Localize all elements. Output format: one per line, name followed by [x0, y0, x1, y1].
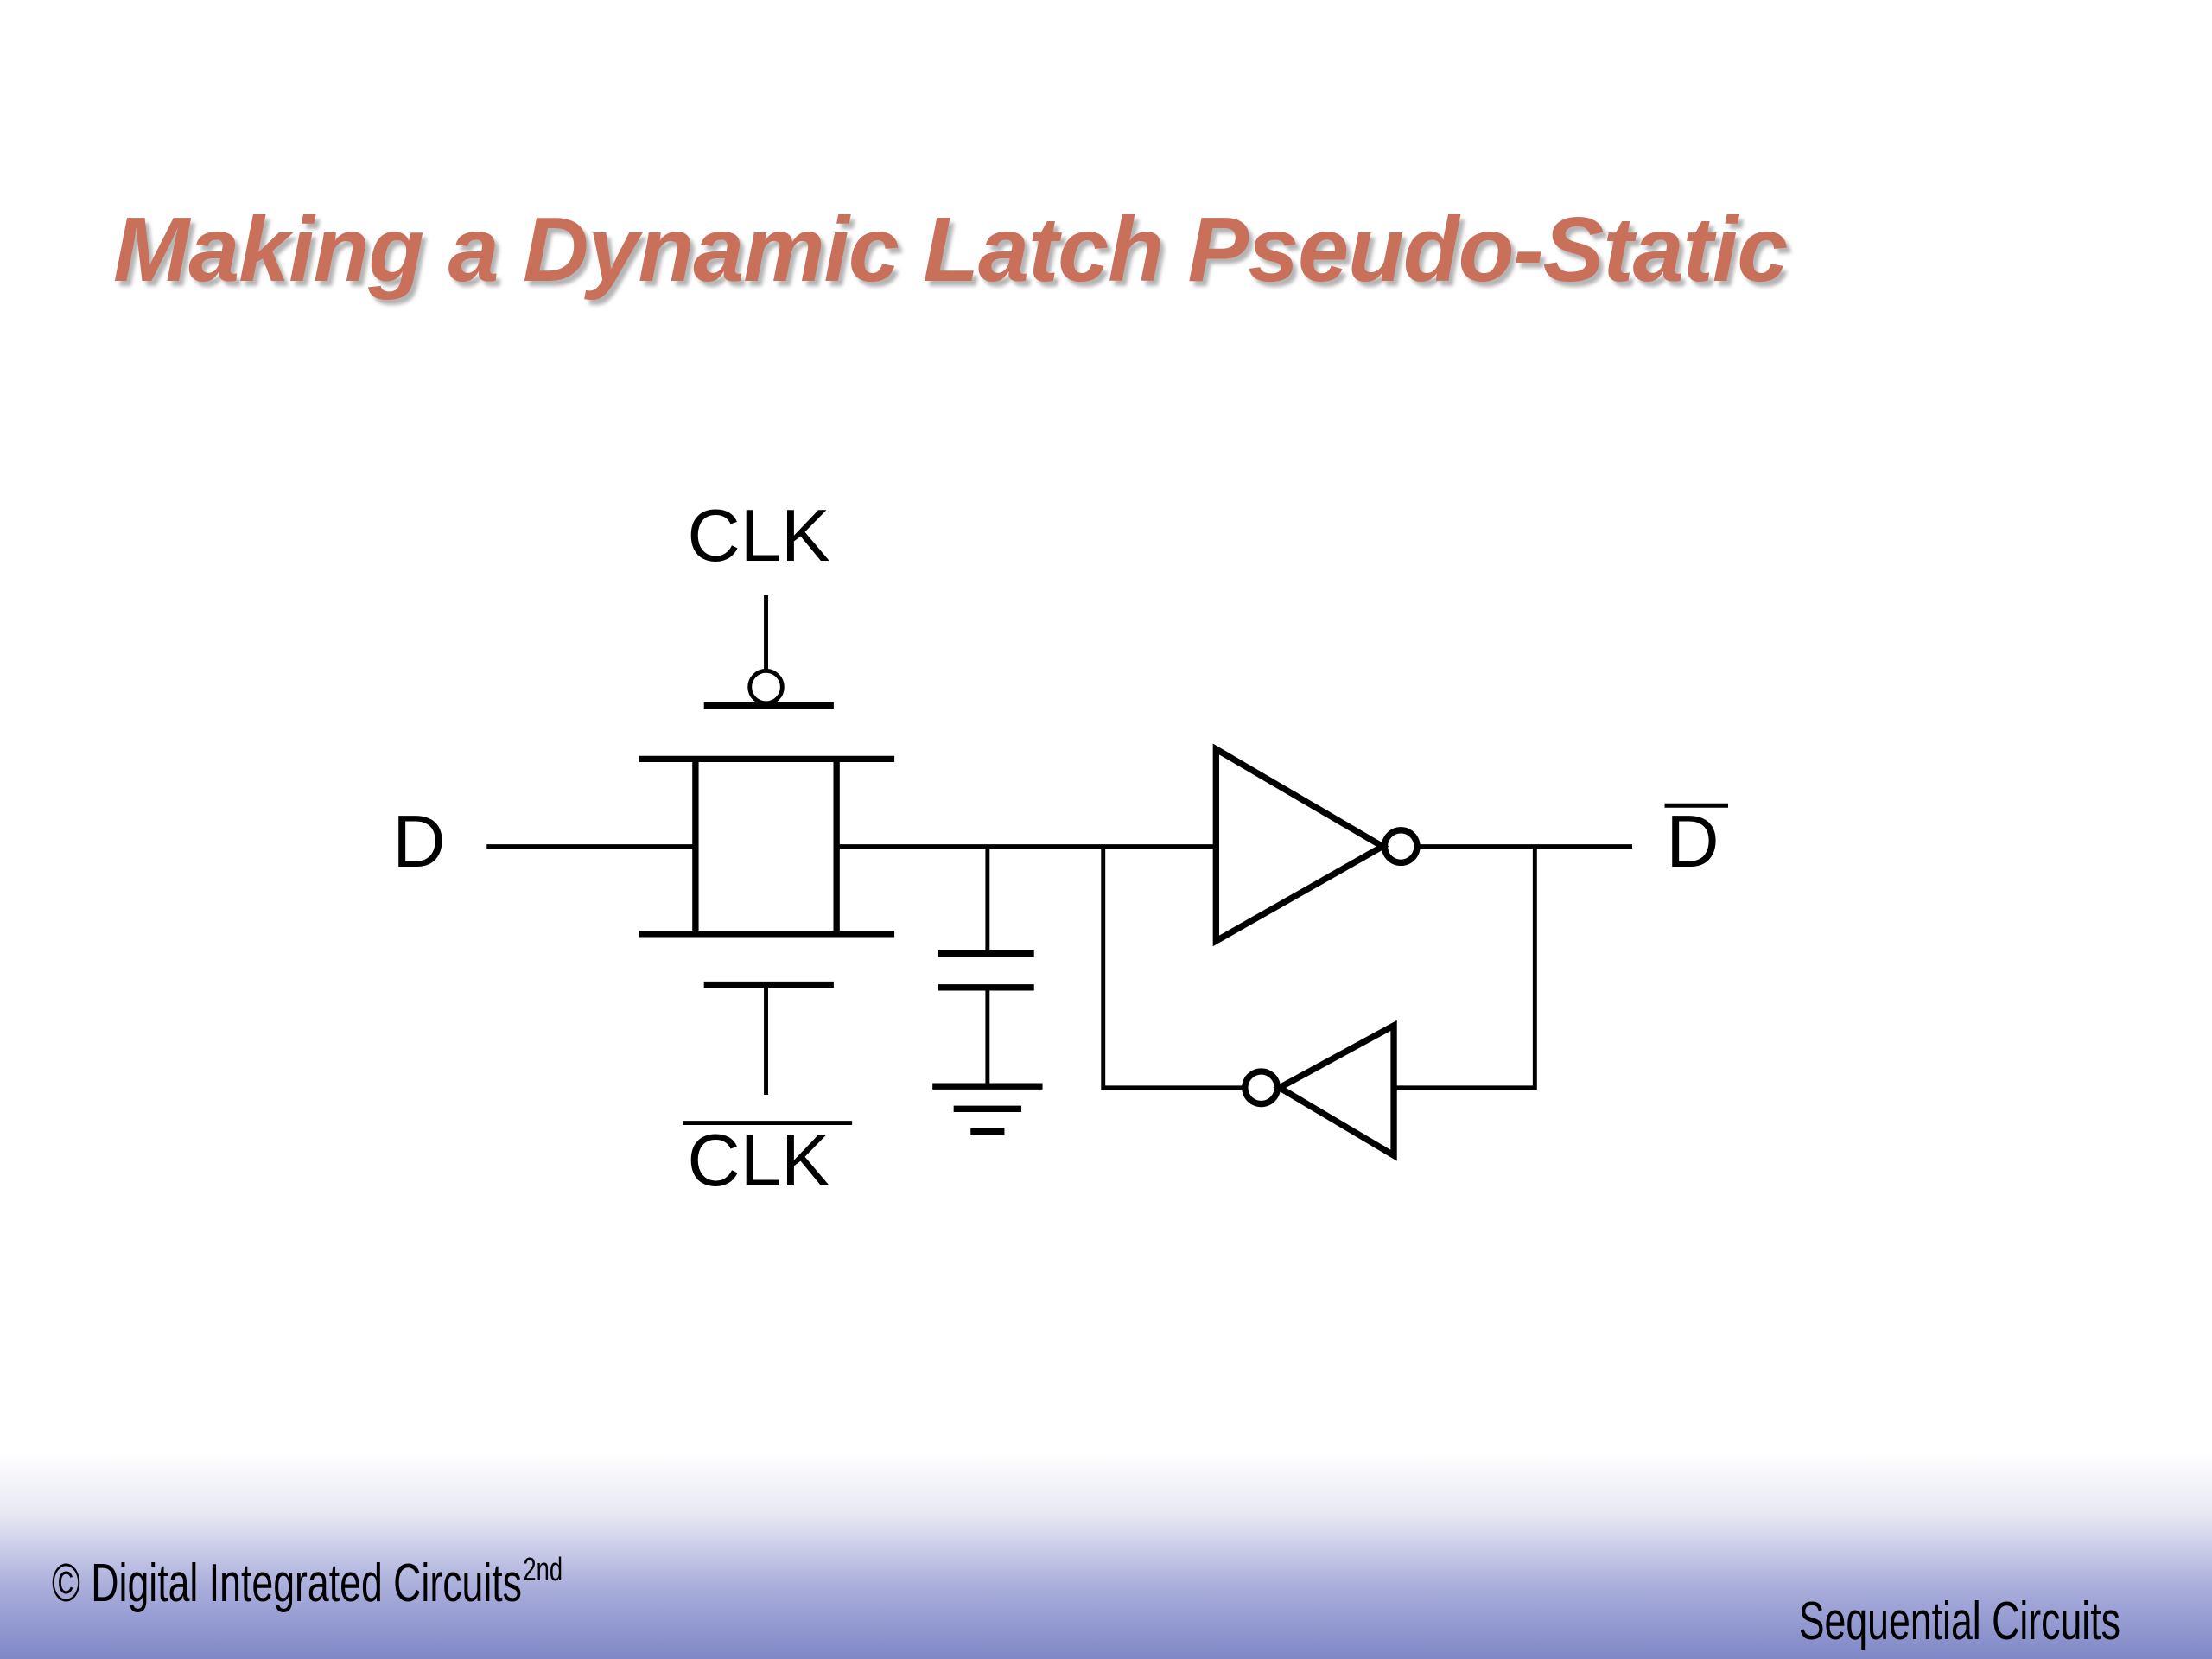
ground-icon [932, 1083, 1043, 1135]
clk-label: CLK [687, 495, 830, 577]
nmos-gate [703, 981, 834, 1095]
pmos-gate [703, 594, 834, 709]
feedback-bubble-icon [1242, 1068, 1281, 1108]
footer-copyright-line: © Digital Integrated Circuits2nd [52, 1554, 563, 1613]
output-dbar-label: D [1666, 801, 1719, 883]
input-d-label: D [392, 801, 446, 883]
latch-schematic [486, 594, 1728, 1161]
capacitor-to-ground [932, 846, 1043, 1135]
footer-band [0, 1452, 2212, 1659]
footer-section-title: Sequential Circuits [1798, 1592, 2120, 1651]
feedback-inverter [1101, 846, 1537, 1161]
footer-copyright: © Digital Integrated Circuits [52, 1554, 522, 1613]
slide-title: Making a Dynamic Latch Pseudo-Static [113, 199, 1788, 301]
clk-bar-label: CLK [687, 1120, 830, 1202]
footer-edition-sup: 2nd [523, 1552, 563, 1588]
inverter-bubble-icon [1381, 827, 1421, 867]
pmos-bubble-icon [747, 668, 785, 706]
forward-inverter [1212, 743, 1421, 947]
